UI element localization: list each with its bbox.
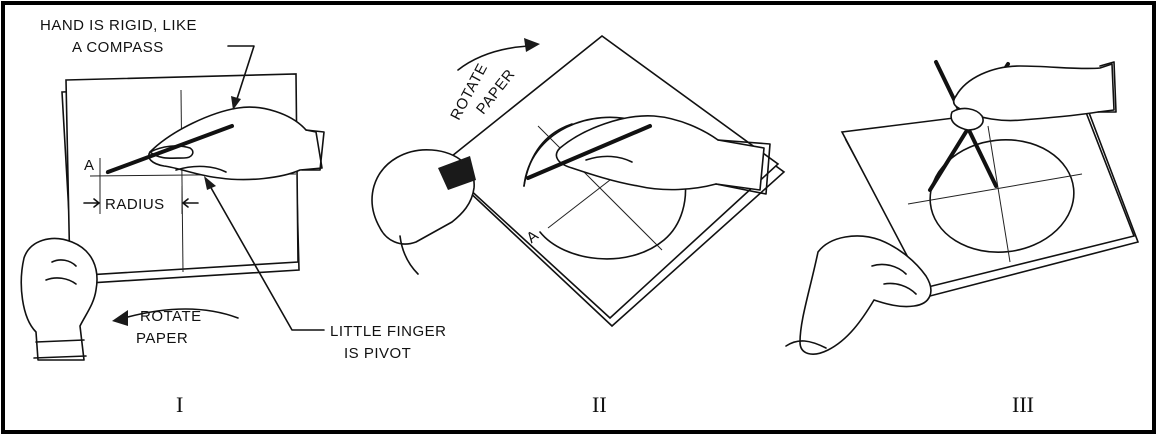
panel-2-rotate-arrow [458,46,528,70]
little-finger-label-line1: LITTLE FINGER [330,323,447,340]
point-a-label-panel-1: A [84,157,95,174]
rotate-paper-label-1-line1: ROTATE [140,308,202,325]
radius-label: RADIUS [105,196,165,213]
panel-1: RADIUS A ROTATE PAPER HAND IS RIGID, LIK… [21,17,324,417]
little-finger-label-line2: IS PIVOT [344,345,411,362]
panel-2-numeral: II [592,392,607,417]
panel-1-numeral: I [176,392,183,417]
hand-rigid-label-line2: A COMPASS [72,39,164,56]
panel-1-rotate-arrowhead [112,310,128,326]
panel-2-rotate-arrowhead [524,38,540,52]
panel-3: III [786,62,1138,417]
panel-2: A ROTATE PAPER LITTLE FINGER IS PIVOT II [330,36,784,417]
panel-3-numeral: III [1012,392,1034,417]
hand-rigid-label-line1: HAND IS RIGID, LIKE [40,17,197,34]
rotate-paper-label-1-line2: PAPER [136,330,188,347]
